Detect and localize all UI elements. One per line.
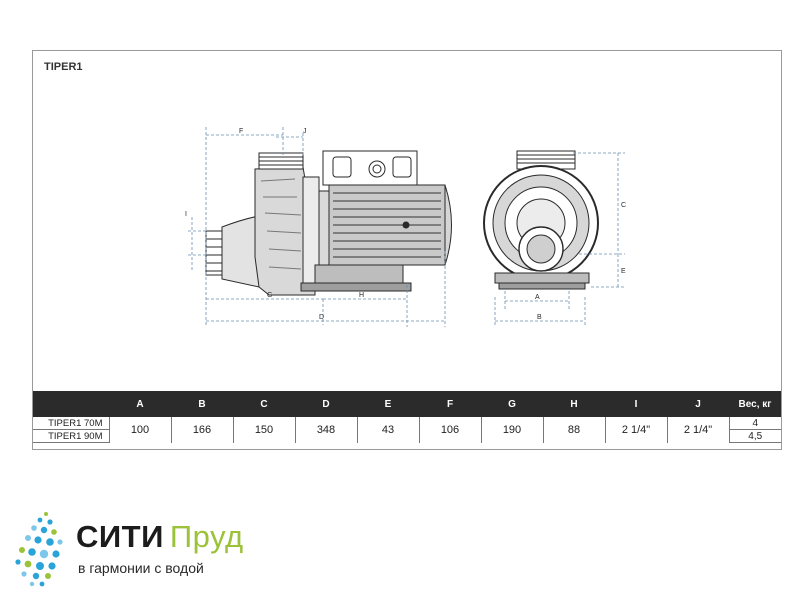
dim-label-c: C bbox=[621, 202, 626, 209]
water-drop bbox=[34, 536, 42, 544]
water-drop bbox=[32, 572, 40, 580]
value-g: 190 bbox=[481, 417, 544, 443]
technical-sheet: TIPER1 bbox=[32, 50, 782, 450]
brand-primary: СИТИ bbox=[76, 519, 164, 554]
water-drop bbox=[46, 538, 54, 546]
water-drop bbox=[25, 535, 31, 541]
dim-label-g: G bbox=[267, 292, 272, 299]
water-drop bbox=[39, 581, 45, 587]
value-c: 150 bbox=[233, 417, 296, 443]
value-b: 166 bbox=[171, 417, 234, 443]
water-drop bbox=[47, 519, 53, 525]
header-weight: Вес, кг bbox=[729, 391, 781, 417]
dim-label-d: D bbox=[319, 314, 324, 321]
water-drops-icon bbox=[15, 512, 63, 587]
header-h: H bbox=[543, 391, 605, 417]
dim-label-b: B bbox=[537, 314, 542, 321]
water-drop bbox=[48, 562, 56, 570]
water-drop bbox=[36, 562, 44, 570]
sheet-title: TIPER1 bbox=[44, 61, 83, 73]
dim-label-j: J bbox=[303, 128, 307, 135]
pump-drawing: F J I G H D A B C E bbox=[185, 127, 626, 327]
brand-tagline: в гармонии с водой bbox=[78, 560, 204, 576]
header-e: E bbox=[357, 391, 419, 417]
water-drop bbox=[31, 525, 37, 531]
value-e: 43 bbox=[357, 417, 420, 443]
header-c: C bbox=[233, 391, 295, 417]
water-drop bbox=[37, 517, 43, 523]
water-drop bbox=[29, 581, 35, 587]
water-drop bbox=[24, 560, 32, 568]
value-h: 88 bbox=[543, 417, 606, 443]
header-i: I bbox=[605, 391, 667, 417]
value-j: 2 1/4" bbox=[667, 417, 730, 443]
water-drop bbox=[44, 512, 48, 516]
value-weight: 4 bbox=[729, 417, 781, 430]
dim-label-e: E bbox=[621, 268, 626, 275]
water-drop bbox=[19, 547, 25, 553]
water-drop bbox=[39, 549, 49, 559]
header-d: D bbox=[295, 391, 357, 417]
value-d: 348 bbox=[295, 417, 358, 443]
table-row: TIPER1 90M 4,5 bbox=[33, 429, 781, 443]
water-drop bbox=[51, 529, 57, 535]
model-name: TIPER1 70M bbox=[33, 417, 110, 430]
header-g: G bbox=[481, 391, 543, 417]
header-f: F bbox=[419, 391, 481, 417]
dim-label-i: I bbox=[185, 211, 187, 218]
water-drop bbox=[28, 548, 36, 556]
dim-label-h: H bbox=[359, 292, 364, 299]
water-drop bbox=[45, 573, 51, 579]
pump-side-view bbox=[205, 150, 452, 296]
model-name: TIPER1 90M bbox=[33, 429, 110, 443]
value-weight: 4,5 bbox=[729, 429, 781, 443]
header-a: A bbox=[109, 391, 171, 417]
dim-label-f: F bbox=[239, 128, 243, 135]
header-b: B bbox=[171, 391, 233, 417]
value-f: 106 bbox=[419, 417, 482, 443]
header-j: J bbox=[667, 391, 729, 417]
pump-front-view bbox=[483, 150, 599, 290]
dim-label-a: A bbox=[535, 294, 540, 301]
water-drop bbox=[52, 550, 60, 558]
water-drop bbox=[15, 559, 21, 565]
water-drop bbox=[57, 539, 63, 545]
value-a: 100 bbox=[109, 417, 172, 443]
water-drop bbox=[21, 571, 27, 577]
water-drop bbox=[40, 526, 48, 534]
header-model bbox=[33, 391, 109, 417]
value-i: 2 1/4" bbox=[605, 417, 668, 443]
spec-header-row: A B C D E F G H I J Вес, кг bbox=[33, 391, 781, 417]
table-row: TIPER1 70M 100 166 150 348 43 106 190 88… bbox=[33, 417, 781, 443]
spec-table: A B C D E F G H I J Вес, кг TIPER1 70M 1… bbox=[33, 391, 781, 443]
brand-secondary: Пруд bbox=[169, 519, 244, 554]
